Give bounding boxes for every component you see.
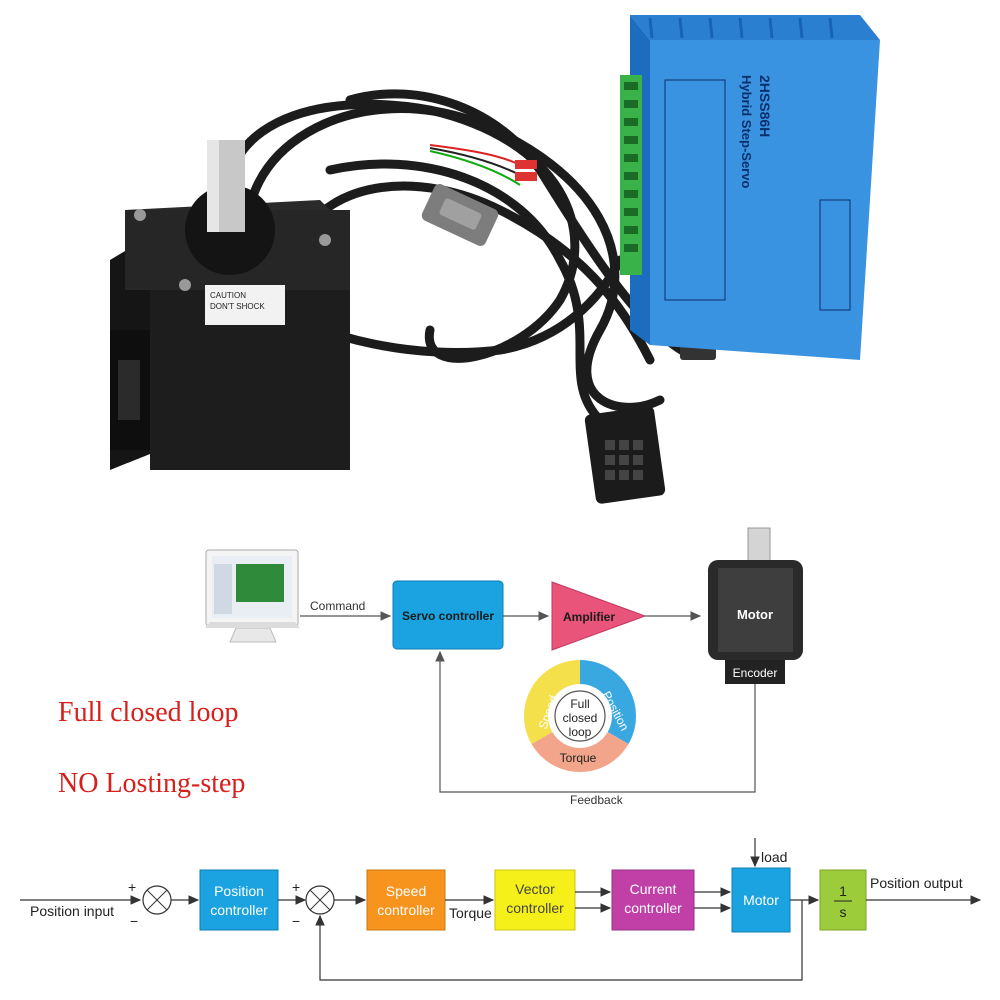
- control-block-diagram: Position input + − Position controller +…: [20, 838, 982, 981]
- encoder-plug: [584, 406, 666, 504]
- speed-controller-box: Speed controller: [366, 869, 446, 931]
- amplifier-triangle: Amplifier: [551, 581, 647, 651]
- svg-text:+: +: [128, 879, 136, 895]
- position-output-label: Position output: [870, 875, 963, 891]
- svg-text:Speed: Speed: [386, 883, 426, 899]
- ring-center-line3: loop: [569, 725, 592, 739]
- ring-center-line1: Full: [570, 697, 589, 711]
- note-no-losting-step: NO Losting-step: [58, 768, 246, 799]
- svg-text:DON'T SHOCK: DON'T SHOCK: [210, 302, 265, 311]
- terminal-red-2: [515, 172, 537, 181]
- load-label: load: [761, 849, 787, 865]
- integrator-box: 1 s: [819, 869, 867, 931]
- svg-text:Hybrid Step-Servo: Hybrid Step-Servo: [739, 75, 754, 188]
- svg-text:s: s: [840, 904, 847, 920]
- svg-text:2HSS86H: 2HSS86H: [757, 75, 773, 137]
- motor-box: Motor: [731, 867, 791, 933]
- svg-text:Amplifier: Amplifier: [563, 610, 615, 624]
- svg-text:−: −: [292, 913, 300, 929]
- warning-label: [205, 285, 285, 325]
- db-connector: [421, 184, 499, 246]
- svg-text:controller: controller: [377, 902, 435, 918]
- summing-junction-1: + −: [128, 879, 172, 929]
- position-input-label: Position input: [30, 903, 114, 919]
- svg-text:controller: controller: [506, 900, 564, 916]
- svg-text:Motor: Motor: [743, 892, 779, 908]
- summing-junction-2: + −: [292, 879, 335, 929]
- note-full-closed-loop: Full closed loop: [58, 697, 239, 728]
- pc-monitor-icon: [205, 549, 300, 643]
- svg-text:Position: Position: [214, 883, 264, 899]
- svg-text:Servo controller: Servo controller: [402, 609, 494, 623]
- svg-text:Motor: Motor: [737, 607, 773, 622]
- svg-text:1: 1: [839, 883, 847, 899]
- motor-block: Motor Encoder: [708, 527, 803, 684]
- svg-text:Vector: Vector: [515, 881, 555, 897]
- stepper-motor: CAUTION DON'T SHOCK: [110, 140, 350, 470]
- driver-box: 2HSS86H Hybrid Step-Servo: [620, 15, 880, 360]
- terminal-red-1: [515, 160, 537, 169]
- ring-torque-label: Torque: [560, 751, 597, 765]
- servo-controller-box: Servo controller: [392, 580, 504, 650]
- command-label: Command: [310, 599, 365, 613]
- svg-text:controller: controller: [210, 902, 268, 918]
- encoder-label: Encoder: [733, 666, 778, 680]
- svg-text:+: +: [292, 879, 300, 895]
- ring-center-line2: closed: [563, 711, 598, 725]
- svg-text:controller: controller: [624, 900, 682, 916]
- svg-text:CAUTION: CAUTION: [210, 291, 246, 300]
- product-photo: CAUTION DON'T SHOCK 2HSS86H Hybrid: [110, 15, 880, 504]
- closed-loop-ring: Full closed loop Torque Speed Position: [523, 660, 637, 773]
- torque-label: Torque: [449, 905, 492, 921]
- position-controller-box: Position controller: [199, 869, 279, 931]
- feedback-label: Feedback: [570, 793, 624, 807]
- closed-loop-diagram: Command Servo controller Amplifier Motor…: [205, 527, 803, 807]
- vector-controller-box: Vector controller: [494, 869, 576, 931]
- svg-text:Current: Current: [630, 881, 677, 897]
- svg-text:−: −: [130, 913, 138, 929]
- current-controller-box: Current controller: [611, 869, 695, 931]
